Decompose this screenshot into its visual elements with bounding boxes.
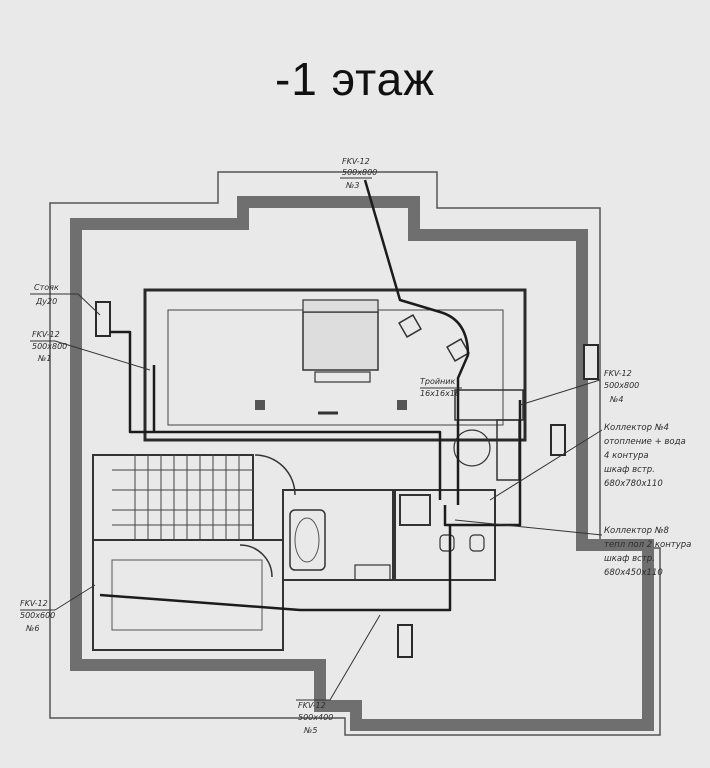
lower-left-room bbox=[92, 539, 284, 651]
label-stoyak: Стояк Ду20 bbox=[34, 283, 59, 306]
label-fkv5: FKV-12 500x400 №5 bbox=[298, 701, 333, 735]
main-room-wall bbox=[143, 288, 527, 442]
label-coll4-name: Коллектор №4 bbox=[604, 423, 669, 433]
lower-left-inner bbox=[111, 559, 263, 631]
label-stoyak-size: Ду20 bbox=[35, 297, 57, 306]
label-fkv3-name: FKV-12 bbox=[342, 157, 370, 166]
toilet-2 bbox=[469, 534, 485, 552]
label-fkv4-num: №4 bbox=[609, 395, 623, 404]
stair-steps bbox=[112, 455, 253, 540]
toilet-1 bbox=[439, 534, 455, 552]
label-coll8-name: Коллектор №8 bbox=[604, 526, 670, 536]
leader-lines bbox=[20, 177, 603, 701]
niche-bottom bbox=[397, 624, 413, 658]
label-fkv4-name: FKV-12 bbox=[604, 369, 632, 378]
label-fkv3-num: №3 bbox=[345, 181, 359, 190]
label-fkv5-num: №5 bbox=[303, 726, 317, 735]
label-coll4-line3: шкаф встр. bbox=[604, 465, 655, 475]
staircase bbox=[92, 454, 254, 541]
side-cabinet bbox=[496, 419, 520, 481]
sink-counter bbox=[354, 564, 391, 581]
niche-right-2 bbox=[550, 424, 566, 456]
label-troynik: Тройник 16x16x16 bbox=[420, 377, 460, 398]
closet bbox=[454, 389, 524, 421]
label-fkv3-size: 500x800 bbox=[342, 168, 377, 177]
label-fkv4: FKV-12 500x800 №4 bbox=[604, 369, 639, 404]
label-fkv1-num: №1 bbox=[37, 354, 51, 363]
label-fkv3: FKV-12 500x800 №3 bbox=[342, 157, 377, 190]
label-fkv1-name: FKV-12 bbox=[32, 330, 60, 339]
lower-door-arc bbox=[239, 544, 273, 578]
stair-door-arc bbox=[254, 454, 296, 496]
niche-left bbox=[95, 301, 111, 337]
niche-right-1 bbox=[583, 344, 599, 380]
label-fkv4-size: 500x800 bbox=[604, 381, 639, 390]
heating-pipes bbox=[99, 179, 522, 612]
shower bbox=[399, 494, 431, 526]
column-1 bbox=[255, 400, 265, 410]
bathroom bbox=[282, 489, 394, 581]
label-coll4-line2: 4 контура bbox=[604, 451, 649, 461]
utility-room bbox=[394, 489, 496, 581]
exterior-wall bbox=[70, 196, 654, 731]
bathtub bbox=[289, 509, 326, 571]
label-fkv6-num: №6 bbox=[25, 624, 39, 633]
label-stoyak-name: Стояк bbox=[34, 283, 59, 292]
label-fkv5-size: 500x400 bbox=[298, 713, 333, 722]
label-fkv1-size: 500x800 bbox=[32, 342, 67, 351]
label-fkv6-size: 500x600 bbox=[20, 611, 55, 620]
label-troynik-name: Тройник bbox=[420, 377, 455, 386]
label-collector-4: Коллектор №4 отопление + вода 4 контура … bbox=[604, 423, 686, 489]
page-title: -1 этаж bbox=[274, 53, 436, 105]
label-fkv5-name: FKV-12 bbox=[298, 701, 326, 710]
bench bbox=[314, 371, 371, 383]
label-coll8-line3: 680x450x110 bbox=[604, 568, 663, 578]
label-coll4-line4: 680x780x110 bbox=[604, 479, 663, 489]
column-2 bbox=[397, 400, 407, 410]
label-troynik-size: 16x16x16 bbox=[420, 389, 460, 398]
chair-1 bbox=[398, 314, 422, 338]
bathtub-basin bbox=[294, 517, 320, 563]
label-coll8-line1: тепл пол 2 контура bbox=[604, 540, 691, 550]
label-fkv6: FKV-12 500x600 №6 bbox=[20, 599, 55, 633]
label-coll4-line1: отопление + вода bbox=[604, 437, 686, 447]
bed-pillows bbox=[302, 299, 379, 313]
label-coll8-line2: шкаф встр. bbox=[604, 554, 655, 564]
label-fkv1: FKV-12 500x800 №1 bbox=[32, 330, 67, 363]
round-table bbox=[453, 429, 491, 467]
chair-2 bbox=[446, 338, 470, 362]
bed bbox=[302, 311, 379, 371]
label-collector-8: Коллектор №8 тепл пол 2 контура шкаф вст… bbox=[604, 526, 691, 578]
label-fkv6-name: FKV-12 bbox=[20, 599, 48, 608]
